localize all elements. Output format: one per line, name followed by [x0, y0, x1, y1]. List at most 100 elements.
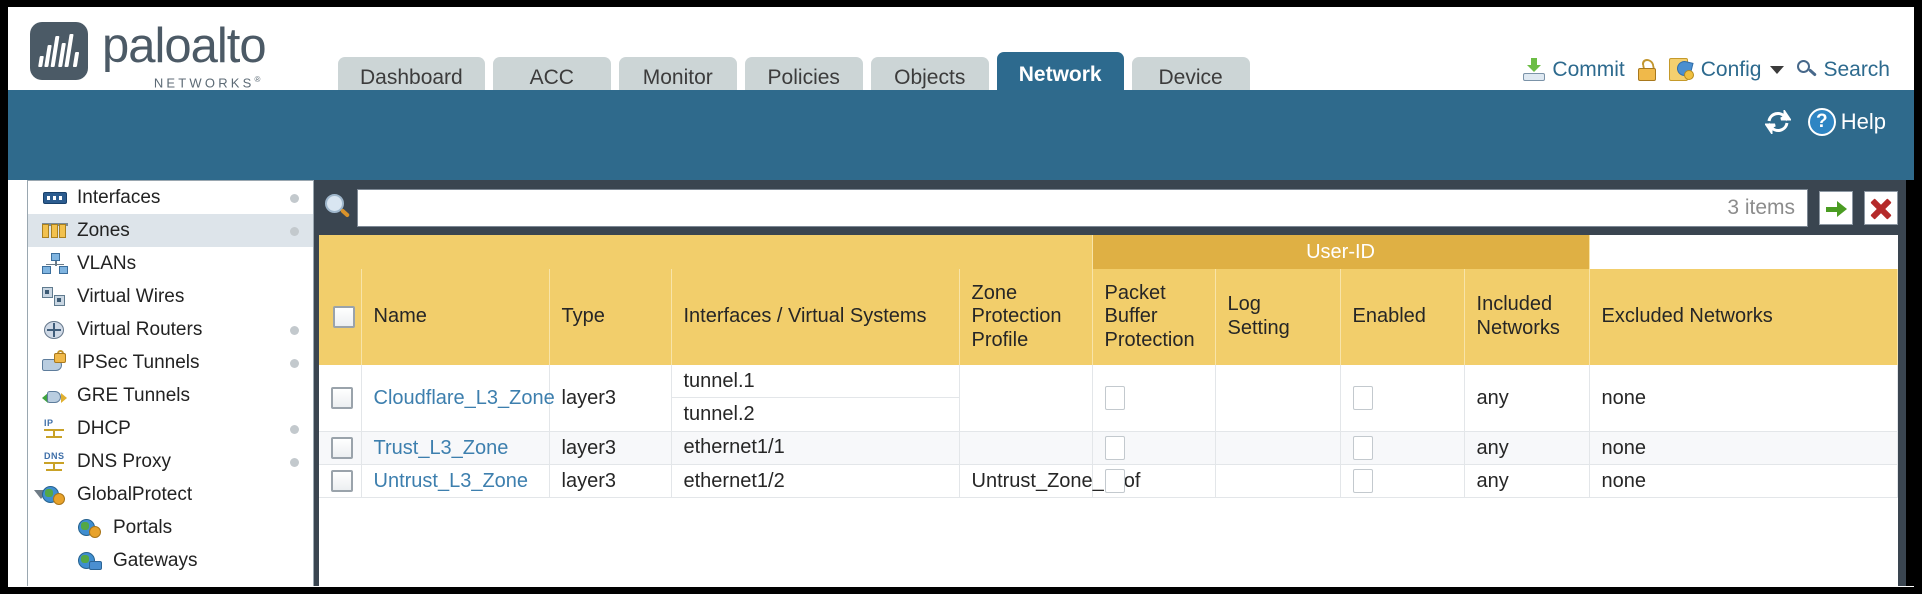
cell-interfaces: tunnel.1 tunnel.2 [671, 365, 960, 432]
config-label: Config [1700, 58, 1762, 81]
gateways-icon [78, 550, 104, 572]
column-header-interfaces[interactable]: Interfaces / Virtual Systems [671, 269, 960, 365]
row-select-cell [319, 464, 362, 498]
table-row[interactable]: Untrust_L3_Zone layer3 ethernet1/2 Untru… [319, 464, 1898, 498]
sidebar-item-label: Zones [77, 219, 130, 241]
interface-item: tunnel.2 [683, 403, 755, 425]
column-header-enabled[interactable]: Enabled [1340, 269, 1465, 365]
status-dot [290, 326, 299, 335]
sidebar-item-zones[interactable]: Zones [28, 214, 313, 247]
column-header-log-setting[interactable]: Log Setting [1215, 269, 1341, 365]
column-header-name[interactable]: Name [361, 269, 550, 365]
zone-name-link[interactable]: Cloudflare_L3_Zone [373, 386, 555, 409]
status-dot [290, 227, 299, 236]
help-button[interactable]: ? Help [1807, 108, 1886, 136]
cell-zone-protection-profile [959, 365, 1093, 432]
commit-button[interactable]: Commit [1522, 58, 1625, 82]
sidebar-item-virtual-routers[interactable]: Virtual Routers [28, 313, 313, 346]
zone-name-link[interactable]: Untrust_L3_Zone [373, 469, 529, 492]
sidebar-item-gateways[interactable]: Gateways [28, 544, 313, 577]
search-label: Search [1823, 58, 1890, 81]
interface-item: tunnel.1 [671, 365, 959, 398]
group-header-userid: User-ID [1092, 235, 1590, 269]
band-actions: ? Help [1764, 108, 1886, 136]
cell-log-setting [1215, 464, 1341, 498]
sidebar-item-vlans[interactable]: VLANs [28, 247, 313, 280]
cell-excluded-networks: none [1589, 365, 1898, 432]
filter-search-icon[interactable] [323, 193, 353, 223]
sidebar-item-dhcp[interactable]: IP DHCP [28, 412, 313, 445]
column-header-excluded-networks[interactable]: Excluded Networks [1589, 269, 1898, 365]
cell-excluded-networks: none [1589, 431, 1898, 465]
cell-interfaces: ethernet1/1 [671, 431, 960, 465]
userid-enabled-checkbox[interactable] [1352, 386, 1373, 410]
tree-expand-icon[interactable] [34, 490, 48, 499]
header-actions: Commit Config Search [1522, 58, 1890, 82]
cell-excluded-networks: none [1589, 464, 1898, 498]
apply-filter-button[interactable] [1819, 190, 1853, 225]
userid-enabled-checkbox[interactable] [1352, 469, 1373, 493]
tab-device[interactable]: Device [1131, 57, 1250, 98]
sidebar-item-globalprotect[interactable]: GlobalProtect [28, 478, 313, 511]
network-sidebar: Interfaces Zones VLANs Virtual Wires [27, 180, 314, 586]
sidebar-item-label: Interfaces [77, 186, 161, 208]
config-wrench-icon [1668, 58, 1695, 82]
select-all-checkbox[interactable] [333, 305, 355, 328]
brand-tagline-text: NETWORKS [153, 75, 255, 91]
column-header-included-networks[interactable]: Included Networks [1464, 269, 1590, 365]
cell-name: Trust_L3_Zone [361, 431, 550, 465]
status-dot [290, 425, 299, 434]
virtual-wires-icon [42, 286, 68, 308]
packet-buffer-protection-checkbox[interactable] [1104, 469, 1125, 493]
help-question-icon: ? [1807, 108, 1836, 136]
filter-input-wrap[interactable]: 3 items [357, 188, 1808, 227]
row-checkbox[interactable] [331, 437, 353, 460]
userid-enabled-checkbox[interactable] [1352, 436, 1373, 460]
cell-log-setting [1215, 431, 1341, 465]
search-button[interactable]: Search [1797, 58, 1890, 82]
portals-icon [78, 517, 104, 539]
zone-name-link[interactable]: Trust_L3_Zone [373, 436, 509, 459]
row-checkbox[interactable] [331, 470, 353, 493]
commit-label: Commit [1552, 58, 1625, 81]
frame-top [0, 0, 1922, 7]
table-group-header-row: User-ID [319, 235, 1898, 269]
cell-userid-enabled [1340, 431, 1465, 465]
globalprotect-icon [42, 484, 68, 506]
packet-buffer-protection-checkbox[interactable] [1104, 386, 1125, 410]
cell-zone-protection-profile [959, 431, 1093, 465]
packet-buffer-protection-checkbox[interactable] [1104, 436, 1125, 460]
sidebar-item-label: Virtual Routers [77, 318, 203, 340]
sidebar-item-portals[interactable]: Portals [28, 511, 313, 544]
cell-type: layer3 [549, 365, 672, 432]
row-checkbox[interactable] [331, 387, 353, 410]
column-header-zone-protection-profile[interactable]: Zone Protection Profile [959, 269, 1093, 365]
column-header-packet-buffer-protection[interactable]: Packet Buffer Protection [1092, 269, 1216, 365]
sidebar-item-ipsec-tunnels[interactable]: IPSec Tunnels [28, 346, 313, 379]
sidebar-item-label: VLANs [77, 252, 137, 274]
sidebar-item-label: Gateways [113, 549, 198, 571]
config-menu[interactable]: Config [1668, 58, 1785, 82]
zones-table-wrap: User-ID Name Type Interfaces / Virtual S… [319, 235, 1898, 586]
dns-proxy-icon: DNS [42, 451, 68, 473]
table-row[interactable]: Trust_L3_Zone layer3 ethernet1/1 any [319, 431, 1898, 465]
column-header-type[interactable]: Type [549, 269, 672, 365]
row-select-cell [319, 431, 362, 465]
cell-packet-buffer-protection [1092, 464, 1216, 498]
padlock-icon[interactable] [1637, 59, 1656, 81]
sidebar-item-virtual-wires[interactable]: Virtual Wires [28, 280, 313, 313]
select-all-header [319, 269, 362, 365]
sidebar-item-gre-tunnels[interactable]: GRE Tunnels [28, 379, 313, 412]
interfaces-icon [42, 187, 68, 209]
table-row[interactable]: Cloudflare_L3_Zone layer3 tunnel.1 tunne… [319, 365, 1898, 432]
sidebar-item-label: GRE Tunnels [77, 384, 190, 406]
registered-mark: ® [254, 75, 264, 84]
clear-filter-button[interactable] [1864, 190, 1898, 225]
paloalto-logo: paloalto NETWORKS® [30, 22, 267, 91]
refresh-icon[interactable] [1764, 110, 1791, 134]
sidebar-item-dns-proxy[interactable]: DNS DNS Proxy [28, 445, 313, 478]
cell-userid-enabled [1340, 464, 1465, 498]
commit-icon [1522, 58, 1546, 82]
frame-bottom [0, 587, 1922, 594]
sidebar-item-interfaces[interactable]: Interfaces [28, 181, 313, 214]
